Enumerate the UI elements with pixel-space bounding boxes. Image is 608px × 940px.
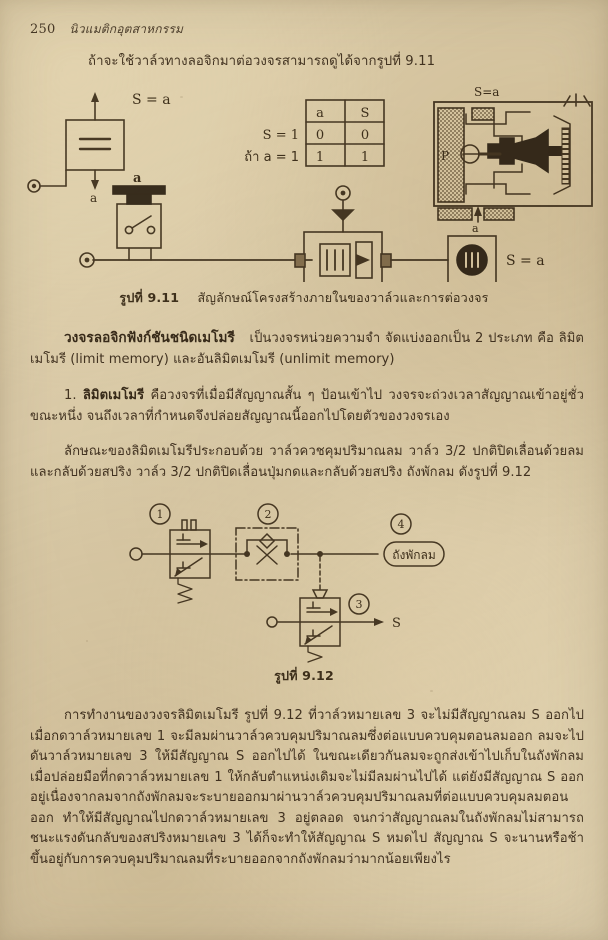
cutaway-port-label: P — [441, 149, 449, 163]
scan-speck — [430, 690, 433, 692]
cutaway-signal-label: S=a — [474, 85, 499, 99]
scan-speck — [86, 640, 88, 642]
callout-3-label: 3 — [356, 598, 363, 611]
paragraph-3-text: การทำงานของวงจรลิมิตเมโมรี รูปที่ 9.12 ท… — [30, 708, 584, 867]
figure-9-11: S = a a a S 0 0 1 1 S = 1 ถ้า a = 1 S=a … — [14, 82, 596, 282]
running-title: นิวแมติกอุตสาหกรรม — [69, 22, 184, 36]
pushbutton-valve — [112, 185, 166, 261]
figure-9-12-caption-label: รูปที่ 9.12 — [274, 668, 334, 683]
logic-valve-block — [294, 185, 392, 282]
cutaway-input-label: a — [472, 222, 479, 235]
logic-output-label: S = a — [132, 92, 171, 108]
paragraph-1-lead: ลิมิตเมโมรี — [82, 388, 145, 403]
truth-side-label-1: S = 1 — [263, 128, 299, 143]
callout-1-label: 1 — [157, 508, 164, 521]
figure-9-11-caption: รูปที่ 9.11 สัญลักษณ์โครงสร้างภายในของวา… — [0, 288, 608, 308]
scan-speck — [320, 470, 322, 472]
section-memory-circuits: วงจรลอจิกฟังก์ชันชนิดเมโมรี เป็นวงจรหน่ว… — [30, 328, 584, 370]
figure-9-11-caption-label: รูปที่ 9.11 — [119, 290, 180, 305]
truth-header-a: a — [316, 106, 324, 121]
truth-r0c1: 0 — [361, 128, 369, 143]
valve-3-output-label: S — [392, 616, 401, 631]
scan-speck — [180, 96, 183, 98]
callout-2-label: 2 — [265, 508, 272, 521]
figure-9-11-caption-text: สัญลักษณ์โครงสร้างภายในของวาล์วและการต่อ… — [197, 290, 489, 305]
truth-side-label-2: ถ้า a = 1 — [244, 150, 299, 165]
section-heading: วงจรลอจิกฟังก์ชันชนิดเมโมรี — [64, 330, 235, 346]
valve-1 — [129, 519, 211, 604]
logic-block — [65, 119, 125, 171]
figure-9-12: 1 2 3 4 ถังพักลม S — [120, 498, 450, 663]
truth-r1c1: 1 — [361, 150, 369, 165]
circuit-output-label: S = a — [506, 253, 545, 269]
paragraph-1-number: 1. — [64, 388, 77, 403]
pushbutton-label: a — [133, 171, 142, 186]
page-number: 250 — [30, 22, 56, 37]
running-head: 250 นิวแมติกอุตสาหกรรม — [30, 20, 578, 39]
valve-2-flow-control — [209, 527, 321, 581]
truth-r0c0: 0 — [316, 128, 324, 143]
valve-3 — [266, 589, 384, 663]
truth-header-s: S — [361, 106, 370, 121]
air-tank-label: ถังพักลม — [392, 548, 436, 562]
truth-r1c0: 1 — [316, 150, 324, 165]
callout-4-label: 4 — [398, 518, 405, 531]
logic-input-label: a — [90, 191, 97, 205]
paragraph-operation: การทำงานของวงจรลิมิตเมโมรี รูปที่ 9.12 ท… — [30, 706, 584, 870]
valve-cutaway — [433, 93, 593, 223]
paragraph-limit-memory: 1. ลิมิตเมโมรี คือวงจรที่เมื่อมีสัญญาณสั… — [30, 386, 584, 427]
intro-sentence: ถ้าจะใช้วาล์วทางลอจิกมาต่อวงจรสามารถดูได… — [88, 54, 436, 69]
paragraph-2-text: ลักษณะของลิมิตเมโมรีประกอบด้วย วาล์วควชค… — [30, 444, 584, 480]
paragraph-components: ลักษณะของลิมิตเมโมรีประกอบด้วย วาล์วควชค… — [30, 442, 584, 483]
figure-9-12-caption: รูปที่ 9.12 — [0, 666, 608, 686]
